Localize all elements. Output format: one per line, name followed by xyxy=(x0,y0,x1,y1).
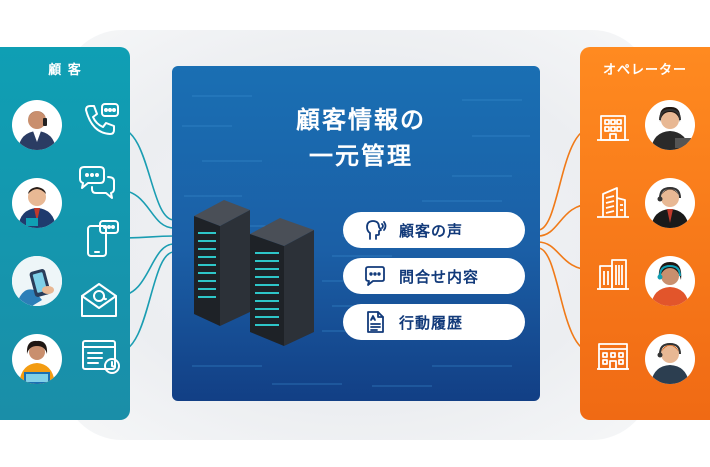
pill-activity-history: 行動履歴 xyxy=(343,304,525,340)
email-icon xyxy=(81,283,117,317)
web-form-icon xyxy=(82,340,120,374)
smartphone-chat-icon xyxy=(87,220,119,257)
operator-avatar-1 xyxy=(645,100,695,150)
chat-bubbles-icon xyxy=(79,166,115,199)
office-block-icon xyxy=(597,343,629,370)
pill-customer-voice: 顧客の声 xyxy=(343,212,525,248)
server-racks xyxy=(194,200,314,346)
phone-icon xyxy=(85,103,119,135)
pill-label-inquiry-content: 問合せ内容 xyxy=(399,267,480,286)
document-icon xyxy=(367,311,384,333)
pill-label-activity-history: 行動履歴 xyxy=(399,313,464,332)
center-title-line2: 一元管理 xyxy=(309,142,413,170)
customer-panel-title: 顧 客 xyxy=(48,63,82,78)
center-title-line1: 顧客情報の xyxy=(296,106,426,134)
operator-avatar-3 xyxy=(645,256,695,306)
operator-avatar-2 xyxy=(645,178,695,228)
operator-panel-title: オペレーター xyxy=(602,63,687,78)
pill-label-customer-voice: 顧客の声 xyxy=(399,221,464,240)
tower-building-icon xyxy=(597,187,629,218)
chat-dots-icon xyxy=(365,266,385,286)
customer-avatar-1 xyxy=(12,100,62,150)
operator-avatar-4 xyxy=(645,334,695,384)
pill-inquiry-content: 問合せ内容 xyxy=(343,258,525,294)
center-title: 顧客情報の 一元管理 xyxy=(272,102,450,174)
customer-avatar-4 xyxy=(12,334,62,384)
city-building-icon xyxy=(597,259,629,290)
office-building-icon xyxy=(597,115,629,141)
customer-avatar-2 xyxy=(12,178,62,228)
speaking-head-icon xyxy=(366,220,387,240)
customer-avatar-3 xyxy=(12,256,62,306)
